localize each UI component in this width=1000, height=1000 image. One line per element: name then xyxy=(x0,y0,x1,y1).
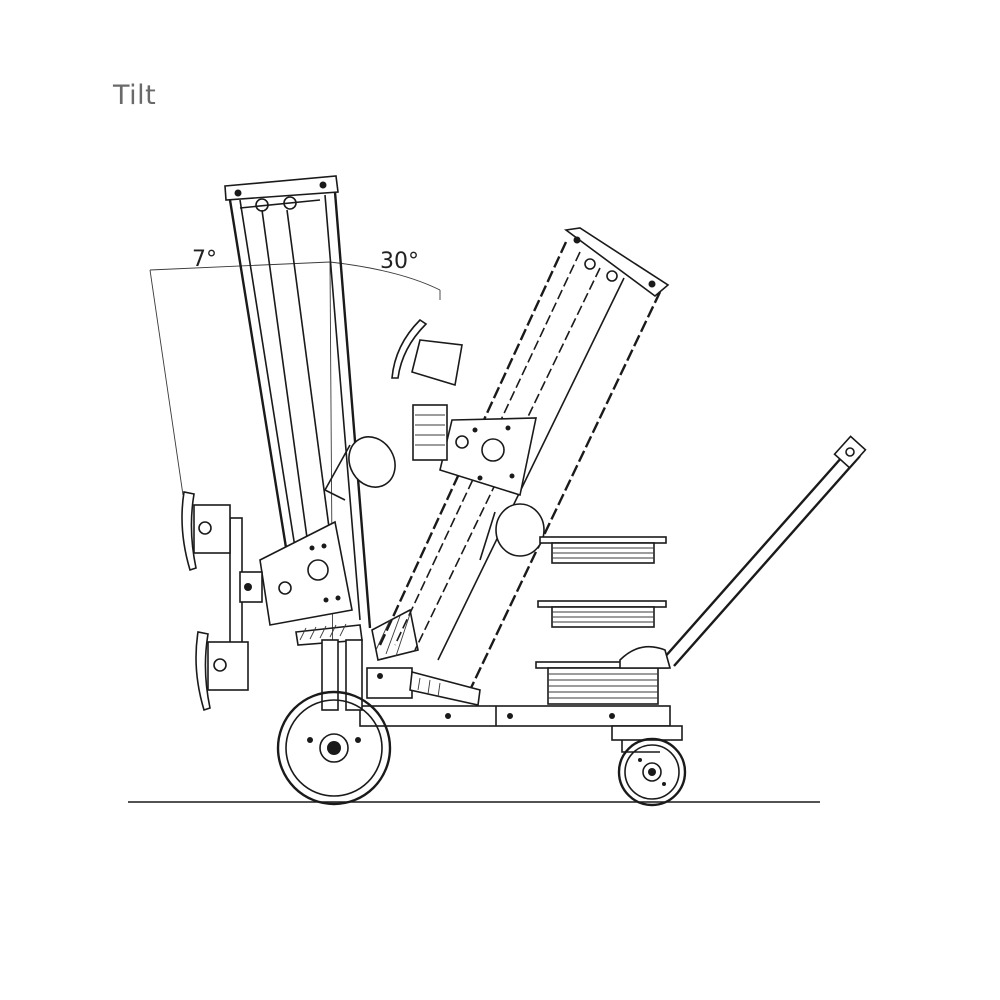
mast-back-tilted xyxy=(181,175,372,712)
mast-forward-tilted xyxy=(323,227,670,691)
caster-wheel xyxy=(611,725,687,807)
counterweight-plates xyxy=(535,536,669,705)
angle-indicator xyxy=(149,261,441,701)
page-title: Tilt xyxy=(113,80,157,111)
angle-label-back: 7° xyxy=(192,247,217,272)
handle xyxy=(619,435,867,669)
large-wheel xyxy=(276,690,392,806)
chassis xyxy=(321,639,671,727)
angle-label-forward: 30° xyxy=(380,249,419,274)
